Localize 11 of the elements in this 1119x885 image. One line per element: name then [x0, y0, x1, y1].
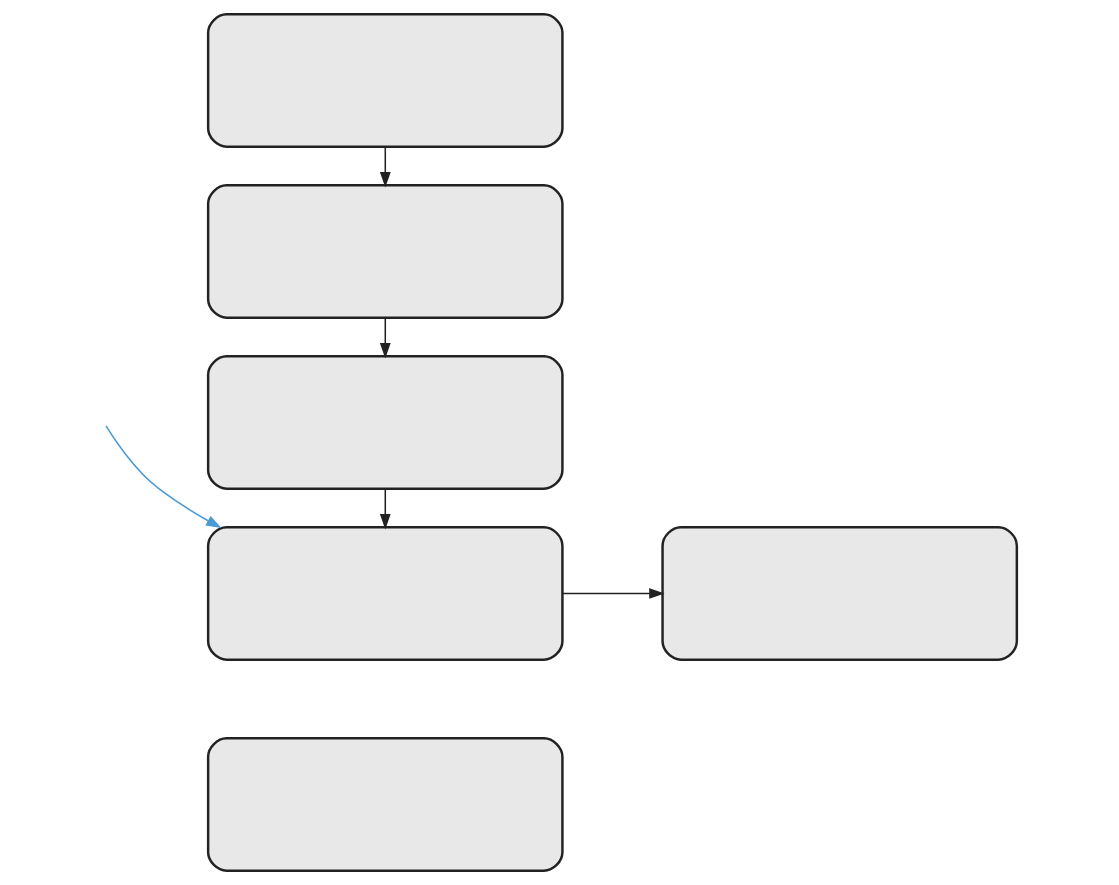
node-box	[661, 526, 1019, 661]
node-box	[206, 526, 564, 661]
arrow	[379, 488, 391, 530]
arrow	[379, 317, 391, 359]
node-box	[206, 355, 564, 490]
node-box	[206, 184, 564, 319]
arrow	[562, 588, 665, 599]
arrow	[105, 425, 222, 529]
node-box	[206, 737, 564, 872]
node-box	[206, 13, 564, 148]
arrow	[379, 146, 391, 188]
